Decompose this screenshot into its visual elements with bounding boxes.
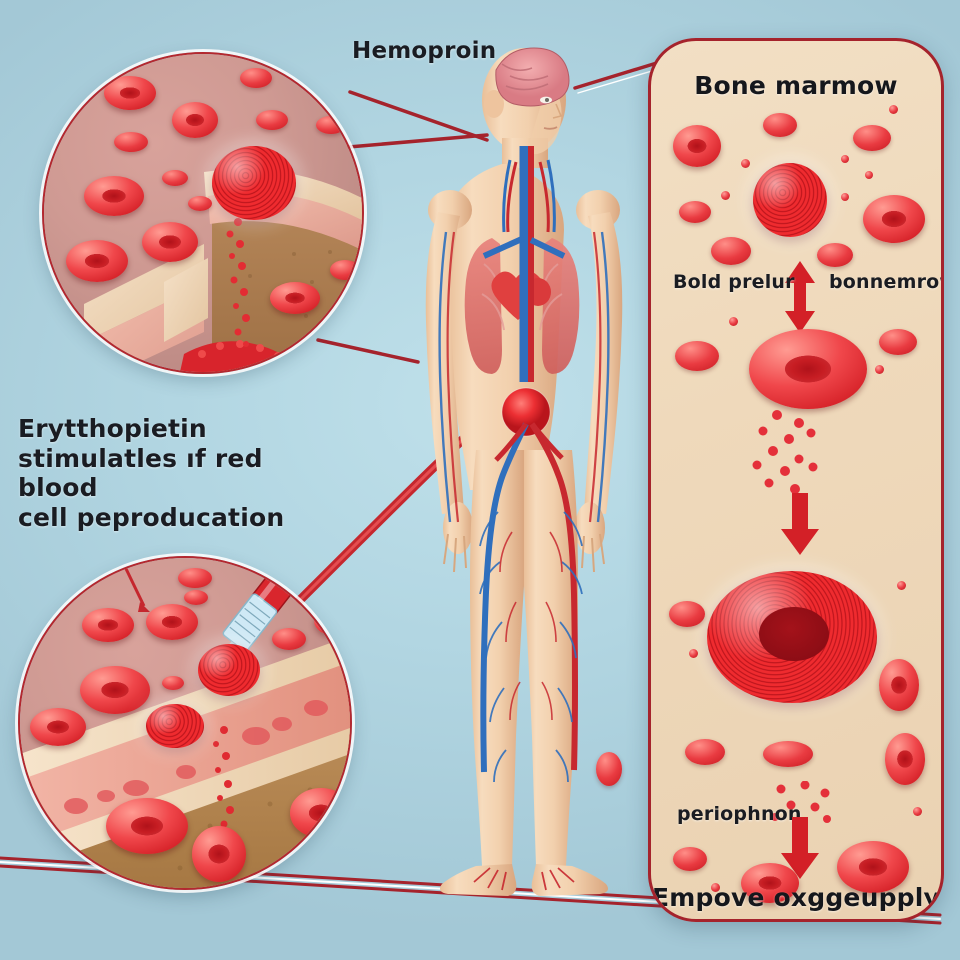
mature-red-blood-cell [749, 329, 867, 409]
red-blood-cell [270, 282, 320, 314]
red-blood-cell [879, 659, 919, 711]
cell-particle [711, 883, 720, 892]
red-blood-cell [104, 76, 156, 110]
red-blood-cell [330, 260, 360, 280]
red-blood-cell [162, 170, 188, 186]
cell-particle [889, 105, 898, 114]
bone-marrow-process-panel: Bone marmow Bold prelur bonnemrow [648, 38, 944, 922]
cell-particle [841, 193, 849, 201]
red-blood-cell [82, 608, 134, 642]
red-blood-cell [596, 752, 622, 786]
red-blood-cell [763, 113, 797, 137]
red-blood-cell [314, 606, 350, 636]
panel-lower-left-label: periophnon [677, 803, 802, 825]
red-blood-cell [30, 708, 86, 746]
bone-marrow-release-closeup [42, 52, 364, 374]
erythropoietin-caption-line3: cell peproducation [18, 502, 285, 532]
human-circulatory-figure [398, 42, 648, 922]
marrow-cell-cluster [212, 146, 296, 220]
erythropoietin-caption-line1: Erytthopietin [18, 414, 207, 443]
panel-title: Bone marmow [694, 71, 898, 100]
red-blood-cell [679, 201, 711, 223]
red-blood-cell [290, 788, 350, 838]
red-blood-cell [711, 237, 751, 265]
red-blood-cell [240, 68, 272, 88]
cell-particle [875, 365, 884, 374]
rbc-center-dimple [759, 607, 829, 661]
red-blood-cell [114, 132, 148, 152]
hematopoietic-stem-cell [753, 163, 827, 237]
down-arrow-icon [781, 817, 819, 879]
red-blood-cell [178, 568, 212, 588]
bidirectional-arrow-icon [785, 261, 815, 333]
red-blood-cell [863, 195, 925, 243]
red-blood-cell [741, 863, 799, 903]
panel-mid-left-label: Bold prelur [673, 271, 795, 293]
cell-particle [913, 807, 922, 816]
cell-particle-shower [752, 410, 818, 494]
red-blood-cell [106, 798, 188, 854]
erythropoietin-caption-line2: stimulatles ıf red blood [18, 443, 263, 503]
red-blood-cell [80, 666, 150, 714]
bone-cross-section [84, 169, 362, 372]
erythropoietin-caption: Erytthopietin stimulatles ıf red blood c… [18, 414, 318, 532]
panel-mid-right-label: bonnemrow [829, 271, 941, 293]
erythropoietin-cell-cluster [198, 644, 260, 696]
down-arrow-icon [781, 493, 819, 555]
red-blood-cell [256, 110, 288, 130]
red-blood-cell [673, 125, 721, 167]
red-blood-cell [885, 733, 925, 785]
panel-bottom-label: Empove oxggeupply [651, 883, 941, 912]
red-blood-cell [853, 125, 891, 151]
red-blood-cell [84, 176, 144, 216]
red-blood-cell [66, 240, 128, 282]
red-blood-cell [146, 604, 198, 640]
red-blood-cell [879, 329, 917, 355]
red-blood-cell [316, 116, 346, 134]
red-blood-cell [162, 676, 184, 690]
cell-particle [689, 649, 698, 658]
red-blood-cell [192, 826, 246, 882]
cell-particle [721, 191, 730, 200]
red-blood-cell [669, 601, 705, 627]
red-blood-cell [837, 841, 909, 893]
red-blood-cell [272, 628, 306, 650]
red-blood-cell [188, 196, 212, 211]
reticulocyte-cell [146, 704, 204, 748]
erythropoietin-injection-closeup [18, 556, 352, 890]
red-blood-cell [184, 590, 208, 605]
cell-particle [865, 171, 873, 179]
hemoprotein-label: Hemoproin [352, 38, 497, 64]
cell-particle [729, 317, 738, 326]
red-blood-cell [172, 102, 218, 138]
red-blood-cell [675, 341, 719, 371]
cell-particle [741, 159, 750, 168]
red-blood-cell [142, 222, 198, 262]
red-blood-cell [763, 741, 813, 767]
red-blood-cell [817, 243, 853, 267]
red-blood-cell [673, 847, 707, 871]
cell-particle [897, 581, 906, 590]
red-blood-cell [685, 739, 725, 765]
cell-particle [841, 155, 849, 163]
